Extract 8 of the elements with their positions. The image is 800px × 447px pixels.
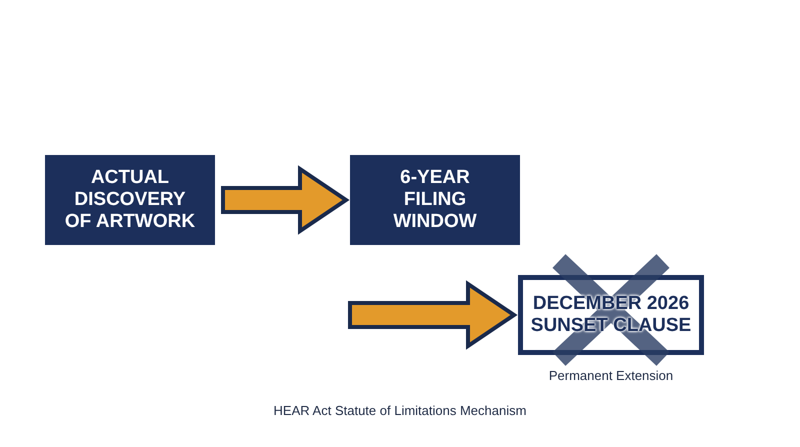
process-box	[350, 155, 520, 245]
box-label: 6-YEAR FILING WINDOW	[392, 167, 478, 233]
process-box	[45, 155, 215, 245]
side-note: Permanent Extension	[548, 368, 674, 384]
block-arrow	[221, 165, 350, 235]
box-label: ACTUAL DISCOVERY OF ARTWORK	[64, 167, 196, 233]
block-arrow	[348, 280, 518, 350]
caption: HEAR Act Statute of Limitations Mechanism	[274, 403, 526, 419]
